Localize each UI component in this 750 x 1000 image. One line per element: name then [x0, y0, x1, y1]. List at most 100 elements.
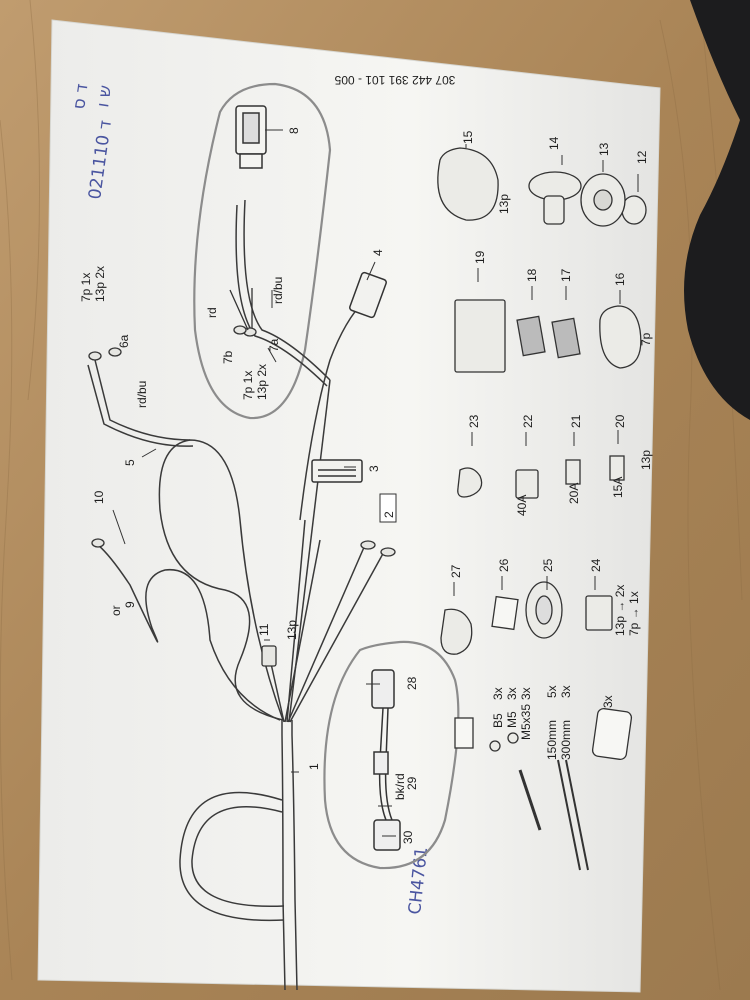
label-21: 21 — [569, 414, 583, 428]
label-5: 5 — [123, 459, 137, 466]
label-12: 12 — [635, 150, 649, 164]
label-box-2 — [379, 493, 397, 523]
annotation-b5: B5 — [491, 713, 505, 728]
label-18: 18 — [525, 268, 539, 282]
connector-4 — [349, 271, 387, 319]
dark-object — [684, 0, 750, 420]
ground-terminals-2 — [360, 540, 396, 557]
label-15: 15 — [461, 130, 475, 144]
annotation-or: or — [109, 605, 123, 616]
annotation-7p-1x-top: 7p 1x — [241, 371, 255, 400]
oval-bottom — [323, 640, 460, 870]
main-trunk — [281, 720, 286, 991]
trunk-coil — [179, 791, 285, 922]
part-number: 307 442 391 101 - 005 — [334, 73, 455, 87]
annotation-20a: 20A — [567, 483, 581, 504]
part-3x-plate — [591, 707, 633, 761]
annotation-13p-2x-left: 13p 2x — [93, 266, 107, 302]
label-16: 16 — [613, 272, 627, 286]
label-1: 1 — [307, 763, 321, 770]
annotation-qty-m5x35: 3x — [519, 687, 533, 700]
loop-5 — [158, 439, 284, 721]
part-22-shape — [515, 469, 539, 499]
annotation-bk-rd: bk/rd — [393, 773, 407, 800]
annotation-qty-300: 3x — [559, 685, 573, 698]
label-19: 19 — [473, 250, 487, 264]
terminals-7 — [229, 288, 257, 337]
instruction-sheet — [37, 19, 661, 993]
annotation-150mm: 150mm — [545, 720, 559, 760]
label-3: 3 — [367, 465, 381, 472]
annotation-40a: 40A — [515, 495, 529, 516]
annotation-qty-plate: 3x — [601, 695, 615, 708]
label-2: 2 — [382, 511, 396, 518]
annotation-m5x35: M5x35 — [519, 704, 533, 740]
washer-b5 — [489, 740, 501, 752]
label-28: 28 — [405, 676, 419, 690]
part-16-shape — [599, 305, 642, 369]
label-17: 17 — [559, 268, 573, 282]
annotation-rd-top: rd — [205, 307, 219, 318]
part-21-shape — [565, 459, 581, 485]
part-23-shape — [457, 467, 483, 498]
cable-ties — [557, 759, 589, 871]
label-9: 9 — [123, 601, 137, 608]
label-22: 22 — [521, 414, 535, 428]
part-20-shape — [609, 455, 625, 481]
label-4: 4 — [371, 249, 385, 256]
part-17-shape — [551, 317, 581, 359]
label-13: 13 — [597, 142, 611, 156]
screw-shape — [518, 769, 542, 831]
handwriting-line-2: ש ו — [93, 84, 116, 109]
annotation-rd-bu-left: rd/bu — [135, 381, 149, 408]
part-24-shape — [585, 595, 613, 631]
annotation-qty-m5: 3x — [505, 687, 519, 700]
annotation-13p-fuse: 13p — [639, 450, 653, 470]
label-23: 23 — [467, 414, 481, 428]
annotation-qty-150: 5x — [545, 685, 559, 698]
annotation-qty-b5: 3x — [491, 687, 505, 700]
annotation-300mm: 300mm — [559, 720, 573, 760]
part-19-shape — [454, 299, 506, 373]
annotation-m5: M5 — [505, 711, 519, 728]
connector-8 — [235, 105, 267, 169]
washer-m5 — [507, 732, 519, 744]
label-26: 26 — [497, 558, 511, 572]
terminal-10 — [91, 538, 105, 548]
annotation-labels: rd/bu rd 13p 2x 7p 1x rd/bu 13p 2x 7p 1x… — [79, 194, 653, 800]
part-27-shape — [440, 608, 473, 655]
label-30: 30 — [401, 830, 415, 844]
terminals-6 — [88, 347, 122, 361]
part-box-shape — [454, 717, 474, 749]
label-27: 27 — [449, 564, 463, 578]
loop-9 — [97, 544, 281, 721]
label-6a: 6a — [117, 334, 131, 348]
connector-3 — [311, 459, 363, 483]
annotation-13p-socket: 13p — [497, 194, 511, 214]
label-25: 25 — [541, 558, 555, 572]
annotation-mode-7p: 7p → 1x — [627, 591, 641, 636]
part-11 — [261, 645, 277, 667]
annotation-mode-13p: 13p → 2x — [613, 585, 627, 636]
oval-top — [193, 82, 332, 420]
annotation-13p-harness: 13p — [285, 620, 299, 640]
label-29: 29 — [405, 776, 419, 790]
part-15-shape — [437, 147, 499, 221]
label-24: 24 — [589, 558, 603, 572]
annotation-13p-2x-top: 13p 2x — [255, 364, 269, 400]
part-26-shape — [491, 595, 519, 631]
annotation-rd-bu-top: rd/bu — [271, 277, 285, 304]
accessory-parts — [437, 147, 647, 871]
label-11: 11 — [257, 623, 271, 636]
label-7b: 7b — [221, 350, 235, 364]
annotation-7p: 7p — [639, 332, 653, 346]
part-labels: 1 2 3 4 5 6a 7a 7b 8 9 10 11 12 13 14 15… — [92, 127, 649, 844]
part-18-shape — [516, 315, 546, 357]
handwriting-line-1: ד ס — [69, 82, 92, 110]
wiring-harness — [87, 199, 386, 991]
annotation-15a: 15A — [611, 477, 625, 498]
highlight-ovals — [193, 82, 460, 870]
leader-lines — [112, 129, 639, 837]
wire-28-30 — [371, 669, 401, 851]
